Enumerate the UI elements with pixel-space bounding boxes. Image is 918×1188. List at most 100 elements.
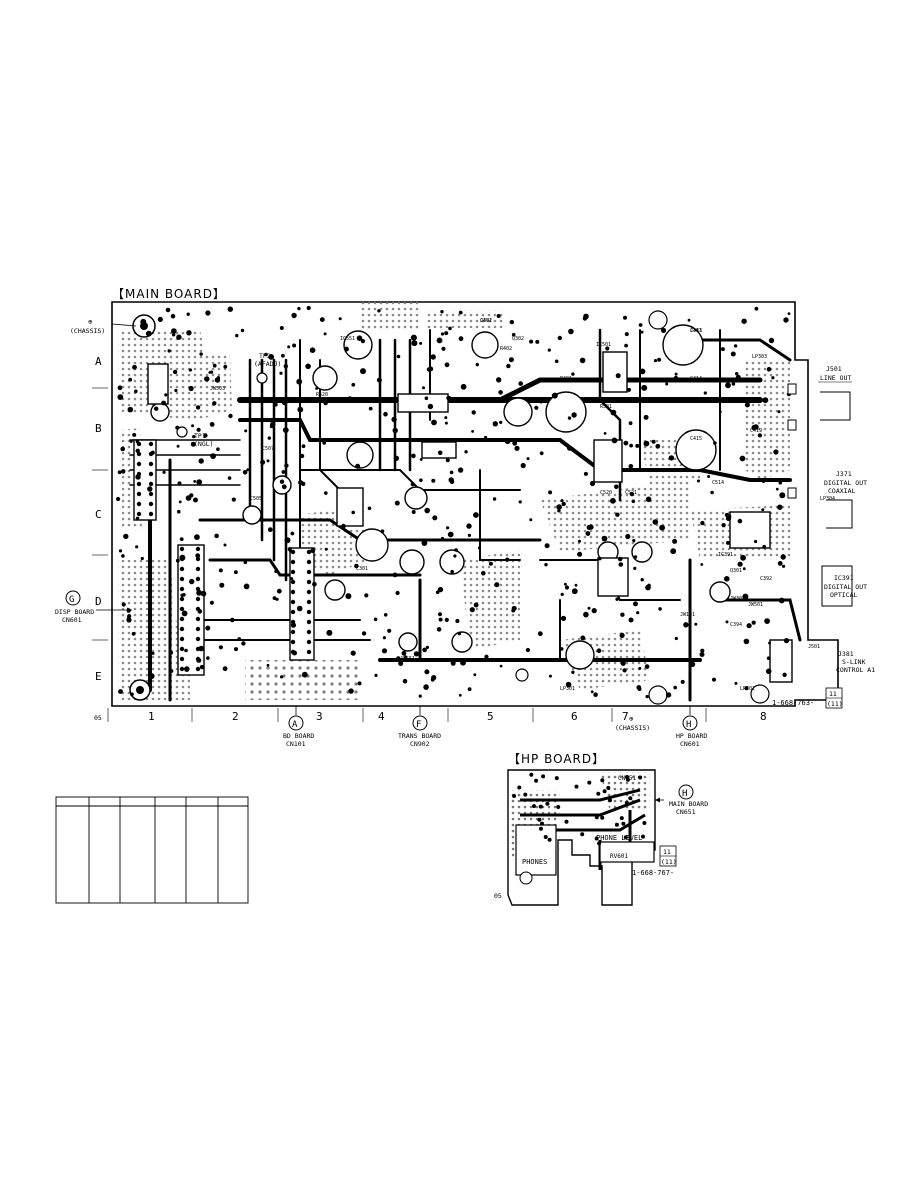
solder-pad (629, 491, 635, 497)
solder-pad (560, 499, 564, 503)
hp-solder-pad (517, 785, 522, 790)
solder-pad (720, 347, 725, 352)
solder-pad (787, 312, 791, 315)
hp-solder-pad (597, 841, 602, 846)
jack-coaxial-type: COAXIAL (828, 487, 855, 495)
component-ref-label: JW101 (680, 612, 695, 618)
solder-pad (234, 570, 238, 575)
solder-pad (174, 388, 178, 393)
solder-pad (605, 346, 610, 351)
solder-pad (283, 364, 288, 369)
solder-pad (424, 669, 430, 675)
solder-pad (508, 357, 514, 363)
solder-pad (725, 382, 731, 389)
hp-solder-pad (594, 836, 599, 841)
component-ref-label: Q302 (512, 336, 524, 342)
solder-pad (214, 533, 219, 539)
col-label-3: 3 (316, 710, 323, 723)
ic-pin (136, 461, 142, 467)
ic-pin (306, 589, 312, 595)
solder-pad (223, 364, 228, 369)
solder-pad (512, 440, 518, 446)
solder-pad (195, 405, 201, 410)
solder-pad (568, 328, 574, 335)
solder-pad (284, 537, 291, 544)
solder-pad (520, 462, 526, 469)
solder-pad (437, 450, 443, 456)
solder-pad (438, 612, 442, 617)
solder-pad (383, 613, 388, 617)
solder-pad (742, 567, 746, 571)
solder-pad (323, 332, 327, 336)
solder-pad (306, 305, 311, 311)
solder-pad (387, 628, 392, 633)
connector-g-ref: CN601 (62, 616, 82, 624)
parts-table (55, 796, 249, 904)
solder-pad (529, 518, 533, 522)
solder-pad (751, 620, 756, 625)
solder-pad (241, 641, 246, 646)
solder-pad (782, 564, 786, 568)
solder-pad (467, 687, 472, 692)
component-ref-label: IC391 (718, 552, 733, 558)
solder-pad (534, 405, 539, 410)
component-ref-label: C415 (690, 436, 702, 442)
solder-pad (203, 433, 208, 438)
solder-pad (290, 577, 294, 581)
solder-pad (777, 561, 783, 566)
solder-pad (209, 600, 214, 605)
solder-pad (296, 605, 303, 612)
ic-pin (195, 656, 201, 662)
solder-pads (116, 305, 792, 699)
hp-solder-pad (600, 815, 605, 820)
ic-pin (306, 609, 312, 615)
tp1-label: TP1 (194, 432, 206, 440)
chassis-symbol-top: ⊕ (88, 318, 93, 326)
ic-pin (179, 666, 185, 672)
solder-pad (658, 607, 662, 611)
solder-pad (694, 622, 698, 626)
solder-pad (560, 615, 567, 622)
solder-pad (374, 673, 378, 678)
ic-pin (148, 511, 154, 517)
row-label-a: A (95, 355, 102, 368)
solder-pad (617, 556, 623, 562)
solder-pad (281, 399, 288, 406)
solder-pad (514, 445, 520, 451)
solder-pad (466, 523, 472, 529)
solder-pad (345, 593, 352, 600)
solder-pad (121, 554, 125, 558)
solder-pad (623, 315, 627, 320)
solder-pad (411, 510, 416, 514)
component-ref-label: C402 (480, 318, 492, 324)
ic-pin (148, 471, 154, 477)
solder-pad (446, 526, 450, 530)
ic-pin (179, 566, 185, 572)
hp-phone-level-label: PHONE LEVEL (596, 834, 642, 842)
ic-pin (306, 579, 312, 585)
solder-pad (305, 363, 311, 370)
solder-pad (418, 694, 422, 698)
solder-pad (591, 608, 597, 614)
solder-pad (301, 671, 308, 678)
component-ref-label: C520 (600, 490, 612, 496)
solder-pad (287, 345, 291, 349)
solder-pad (367, 506, 372, 511)
solder-pad (535, 339, 540, 344)
hp-solder-pad (641, 834, 645, 839)
solder-pad (410, 482, 415, 487)
solder-pad (169, 669, 174, 673)
solder-pad (198, 458, 204, 464)
ic-pin (195, 606, 201, 612)
solder-pad (762, 397, 769, 404)
solder-pad (460, 383, 467, 390)
solder-pad (610, 409, 617, 416)
solder-pad (564, 585, 570, 590)
solder-pad (228, 413, 233, 419)
ic-pin (195, 556, 201, 562)
solder-pad (449, 479, 455, 485)
hp-revision-bottom: (11) (661, 858, 677, 866)
jack-optical-ref: IC391 (834, 574, 854, 582)
solder-pad (117, 470, 122, 475)
solder-pad (398, 661, 404, 666)
